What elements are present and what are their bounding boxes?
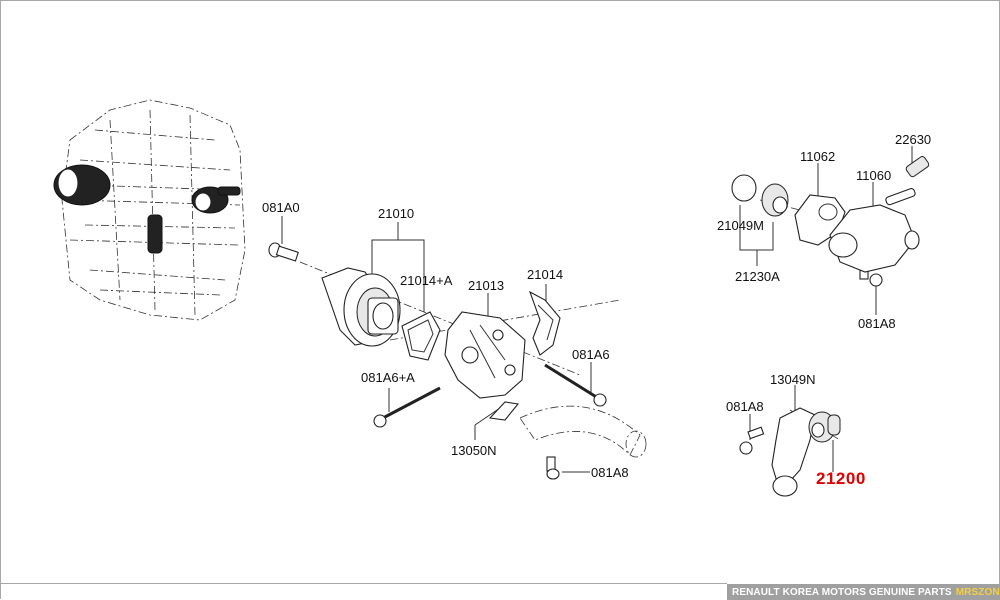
water-pump-housing-21013: [444, 311, 526, 399]
outlet-pipe-part: [147, 214, 163, 254]
bolt-081A0: [268, 242, 299, 262]
label-21049M[interactable]: 21049M: [717, 218, 764, 233]
thermostat-21200: [808, 411, 841, 443]
o-ring-21049M: [731, 174, 757, 202]
frame-bottom-border: [0, 583, 727, 584]
label-21200-highlighted[interactable]: 21200: [816, 469, 866, 488]
label-081A0[interactable]: 081A0: [262, 200, 300, 215]
label-22630[interactable]: 22630: [895, 132, 932, 147]
label-11060[interactable]: 11060: [856, 168, 892, 183]
label-21014[interactable]: 21014: [527, 267, 564, 282]
label-11062[interactable]: 11062: [800, 149, 836, 164]
label-21014A[interactable]: 21014+A: [400, 273, 453, 288]
footer-main-text: RENAULT KOREA MOTORS GENUINE PARTS: [732, 586, 952, 598]
bolt-081A6: [544, 363, 607, 407]
thermostat-housing-11060: [828, 188, 920, 273]
water-outlet-13049N: [771, 407, 816, 497]
leader-lines: [281, 146, 913, 473]
label-081A6A[interactable]: 081A6+A: [361, 370, 415, 385]
water-pump-21010: [321, 267, 401, 347]
gasket-13050N: [488, 401, 520, 421]
label-13049N[interactable]: 13049N: [770, 372, 816, 387]
label-081A8-right[interactable]: 081A8: [726, 399, 764, 414]
footer-brand: MRSZONE: [955, 586, 1000, 598]
label-13050N[interactable]: 13050N: [451, 443, 497, 458]
sensor-22630: [905, 156, 930, 178]
label-21230A[interactable]: 21230A: [735, 269, 780, 284]
gasket-21014A: [401, 311, 441, 361]
coolant-hose: [519, 405, 647, 458]
bolt-081A6A: [373, 386, 441, 428]
bolt-081A8-lower: [546, 456, 560, 480]
label-081A8-lower[interactable]: 081A8: [591, 465, 629, 480]
label-21013[interactable]: 21013: [468, 278, 505, 293]
label-081A8-upper[interactable]: 081A8: [858, 316, 896, 331]
bolt-081A8-right: [739, 426, 765, 455]
thermostat-21230A: [761, 183, 789, 217]
engine-block-illustration: [53, 99, 246, 321]
label-21010[interactable]: 21010: [378, 206, 415, 221]
label-081A6[interactable]: 081A6: [572, 347, 610, 362]
gasket-21014: [529, 290, 561, 356]
